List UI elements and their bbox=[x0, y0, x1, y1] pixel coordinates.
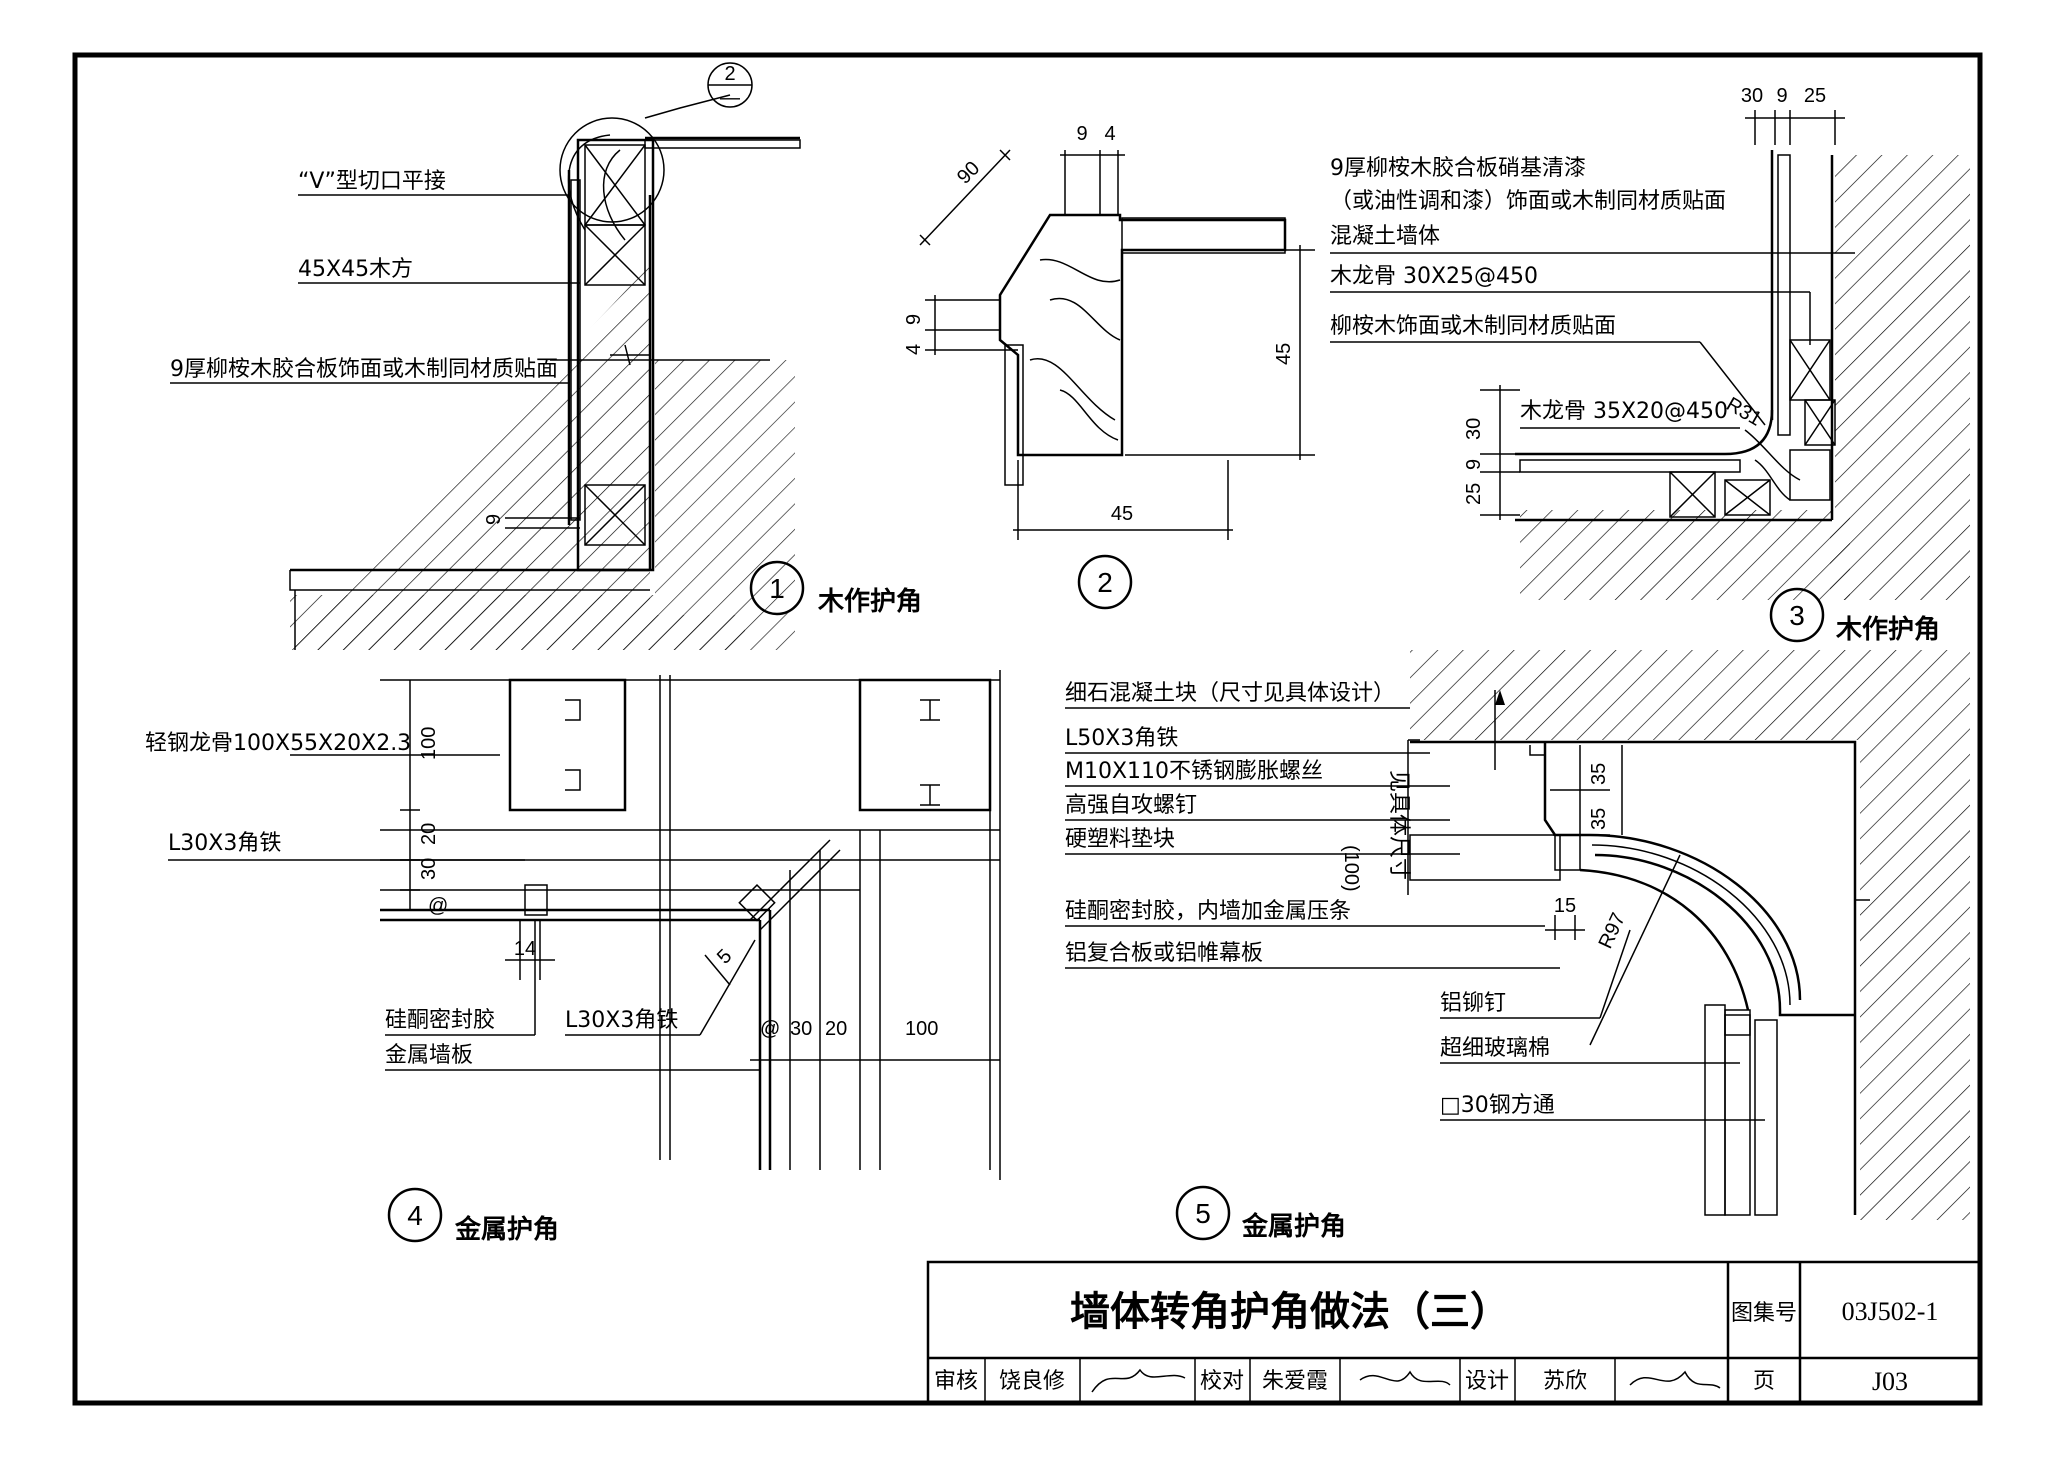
detail4-caption: 金属护角 bbox=[454, 1214, 559, 1245]
atlas-label: 图集号 bbox=[1731, 1301, 1797, 1326]
detail1-dim-9: 9 bbox=[483, 514, 505, 525]
detail1-label-plywood: 9厚柳桉木胶合板饰面或木制同材质贴面 bbox=[170, 357, 558, 382]
atlas-number: 03J502-1 bbox=[1842, 1297, 1939, 1326]
detail3-label-5: 柳桉木饰面或木制同材质贴面 bbox=[1330, 314, 1616, 339]
detail4-label-steel-keel: 轻钢龙骨100X55X20X2.3 bbox=[145, 731, 411, 756]
detail5-label-8: 铝铆钉 bbox=[1440, 991, 1506, 1016]
detail2-dim-45-v: 45 bbox=[1273, 343, 1295, 365]
detail3-label-4: 木龙骨 30X25@450 bbox=[1330, 264, 1538, 289]
detail-5: 35 35 (100) 见具体尺寸 15 R97 细石混凝土块（尺寸见具体设计）… bbox=[1065, 650, 1970, 1242]
detail4-label-metal-panel: 金属墙板 bbox=[385, 1043, 473, 1068]
detail3-left-dim-30: 30 bbox=[1463, 418, 1485, 440]
detail5-label-10: □30钢方通 bbox=[1440, 1093, 1555, 1118]
design-label: 设计 bbox=[1465, 1369, 1509, 1394]
detail1-ref-bottom: — bbox=[720, 87, 740, 109]
detail4-dim-20: 20 bbox=[418, 823, 440, 845]
detail2-dim-45-h: 45 bbox=[1111, 503, 1133, 525]
detail3-label-6: 木龙骨 35X20@450 bbox=[1520, 399, 1728, 424]
detail5-label-4: 高强自攻螺钉 bbox=[1065, 793, 1197, 818]
review-label: 审核 bbox=[934, 1369, 978, 1394]
detail4-label-sealant: 硅酮密封胶 bbox=[385, 1008, 495, 1033]
detail5-label-9: 超细玻璃棉 bbox=[1440, 1036, 1550, 1061]
detail5-number: 5 bbox=[1195, 1198, 1211, 1229]
detail4-dim-at: @ bbox=[428, 895, 448, 917]
detail1-ref-top: 2 bbox=[724, 63, 735, 85]
detail5-label-5: 硬塑料垫块 bbox=[1065, 827, 1175, 852]
sheet-title: 墙体转角护角做法（三） bbox=[1070, 1289, 1510, 1335]
detail3-left-dim-9: 9 bbox=[1463, 459, 1485, 470]
check-label: 校对 bbox=[1200, 1369, 1244, 1394]
reviewer-signature bbox=[1091, 1368, 1186, 1393]
detail5-label-3: M10X110不锈钢膨胀螺丝 bbox=[1065, 759, 1323, 784]
detail3-caption: 木作护角 bbox=[1835, 614, 1940, 645]
detail3-label-1: 9厚柳桉木胶合板硝基清漆 bbox=[1330, 156, 1586, 181]
detail5-dim-see-design: 见具体尺寸 bbox=[1386, 770, 1411, 880]
detail3-number: 3 bbox=[1789, 600, 1805, 631]
detail4-dim-30: 30 bbox=[418, 858, 440, 880]
detail2-dim-9: 9 bbox=[1076, 123, 1087, 145]
detail2-dim-9b: 9 bbox=[903, 314, 925, 325]
detail5-label-7: 铝复合板或铝帷幕板 bbox=[1065, 941, 1263, 966]
detail3-left-dim-25: 25 bbox=[1463, 483, 1485, 505]
detail5-caption: 金属护角 bbox=[1241, 1211, 1346, 1242]
detail4-dim-at-h: @ bbox=[760, 1018, 780, 1040]
detail-2: 90 9 4 4 9 45 45 2 bbox=[903, 123, 1315, 610]
title-block: 墙体转角护角做法（三） 图集号 03J502-1 审核 饶良修 校对 朱爱霞 设… bbox=[926, 1260, 1982, 1405]
detail4-dim-5: 5 bbox=[713, 945, 736, 968]
detail4-number: 4 bbox=[407, 1200, 423, 1231]
reviewer-name: 饶良修 bbox=[999, 1369, 1065, 1394]
checker-signature bbox=[1359, 1370, 1451, 1386]
detail3-top-dim-25: 25 bbox=[1804, 85, 1826, 107]
detail3-top-dim-30: 30 bbox=[1741, 85, 1763, 107]
detail2-dim-4: 4 bbox=[1104, 123, 1115, 145]
detail2-number: 2 bbox=[1097, 567, 1113, 598]
detail4-dim-100: 100 bbox=[418, 727, 440, 760]
detail5-label-6: 硅酮密封胶，内墙加金属压条 bbox=[1065, 899, 1351, 924]
page-label: 页 bbox=[1753, 1369, 1775, 1394]
detail-4: 轻钢龙骨100X55X20X2.3 100 20 30 @ L30X3角铁 14… bbox=[145, 670, 1001, 1245]
detail1-label-timber: 45X45木方 bbox=[298, 257, 413, 282]
detail3-label-2: （或油性调和漆）饰面或木制同材质贴面 bbox=[1330, 189, 1726, 214]
detail1-label-v-joint: “V”型切口平接 bbox=[298, 169, 446, 194]
detail4-dim-20-h: 20 bbox=[825, 1018, 847, 1040]
detail5-dim-35-b: 35 bbox=[1588, 808, 1610, 830]
detail4-label-angle-1: L30X3角铁 bbox=[168, 831, 281, 856]
detail5-label-2: L50X3角铁 bbox=[1065, 726, 1178, 751]
detail4-dim-30-h: 30 bbox=[790, 1018, 812, 1040]
detail5-label-1: 细石混凝土块（尺寸见具体设计） bbox=[1065, 681, 1395, 706]
detail5-dim-100: (100) bbox=[1340, 845, 1362, 892]
detail3-top-dim-9: 9 bbox=[1776, 85, 1787, 107]
detail3-label-3: 混凝土墙体 bbox=[1330, 224, 1440, 249]
detail5-dim-35-a: 35 bbox=[1588, 763, 1610, 785]
designer-signature bbox=[1629, 1370, 1721, 1389]
detail4-dim-14: 14 bbox=[514, 938, 536, 960]
detail2-dim-90: 90 bbox=[953, 157, 984, 188]
detail-3: 30 9 25 9厚柳桉木胶合板硝基清漆 （或油性调和漆）饰面或木制同材质贴面 … bbox=[1330, 85, 1970, 645]
designer-name: 苏欣 bbox=[1543, 1369, 1587, 1394]
page-number: J03 bbox=[1872, 1367, 1908, 1396]
detail1-caption: 木作护角 bbox=[817, 586, 922, 617]
detail5-dim-15: 15 bbox=[1554, 895, 1576, 917]
detail1-number: 1 bbox=[769, 573, 785, 604]
checker-name: 朱爱霞 bbox=[1262, 1369, 1328, 1394]
detail2-dim-4b: 4 bbox=[903, 344, 925, 355]
detail-1: 2 — “V”型切口平接 45X45木方 9厚柳桉木胶合板饰面或木制同材质贴面 … bbox=[170, 62, 922, 650]
detail4-dim-100-h: 100 bbox=[905, 1018, 938, 1040]
detail4-label-angle-2: L30X3角铁 bbox=[565, 1008, 678, 1033]
